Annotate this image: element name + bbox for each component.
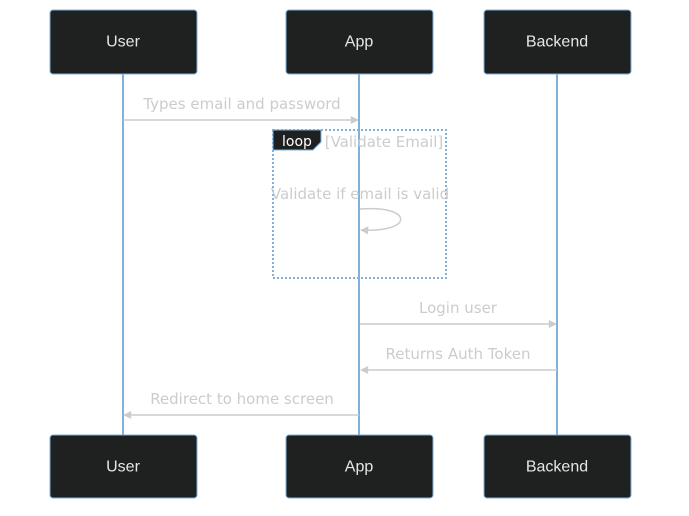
message-label: Login user xyxy=(419,299,498,317)
actor-user-top: User xyxy=(49,9,198,75)
actor-label: App xyxy=(345,34,374,51)
loop-keyword: loop xyxy=(282,134,312,150)
message-label: Types email and password xyxy=(142,95,340,113)
message-label: Returns Auth Token xyxy=(386,345,531,363)
actor-user-bottom: User xyxy=(49,434,198,499)
loop-tab xyxy=(272,129,322,151)
message-redirect-home: Redirect to home screen xyxy=(123,390,359,419)
actor-app-bottom: App xyxy=(285,434,434,499)
loop-fragment: loop [Validate Email] xyxy=(272,129,447,279)
message-label: Redirect to home screen xyxy=(150,390,334,408)
actor-app-top: App xyxy=(285,9,434,75)
message-login-user: Login user xyxy=(360,299,557,328)
message-types-email: Types email and password xyxy=(123,95,359,124)
actor-label: User xyxy=(106,459,140,476)
actor-backend-bottom: Backend xyxy=(483,434,632,499)
message-validate-email: Validate if email is valid xyxy=(271,185,449,235)
actor-label: Backend xyxy=(526,34,588,51)
actor-label: User xyxy=(106,34,140,51)
actor-backend-top: Backend xyxy=(483,9,632,75)
message-returns-token: Returns Auth Token xyxy=(360,345,557,374)
actor-label: App xyxy=(345,459,374,476)
loop-condition: [Validate Email] xyxy=(325,133,444,151)
actor-label: Backend xyxy=(526,459,588,476)
message-label: Validate if email is valid xyxy=(271,185,449,203)
